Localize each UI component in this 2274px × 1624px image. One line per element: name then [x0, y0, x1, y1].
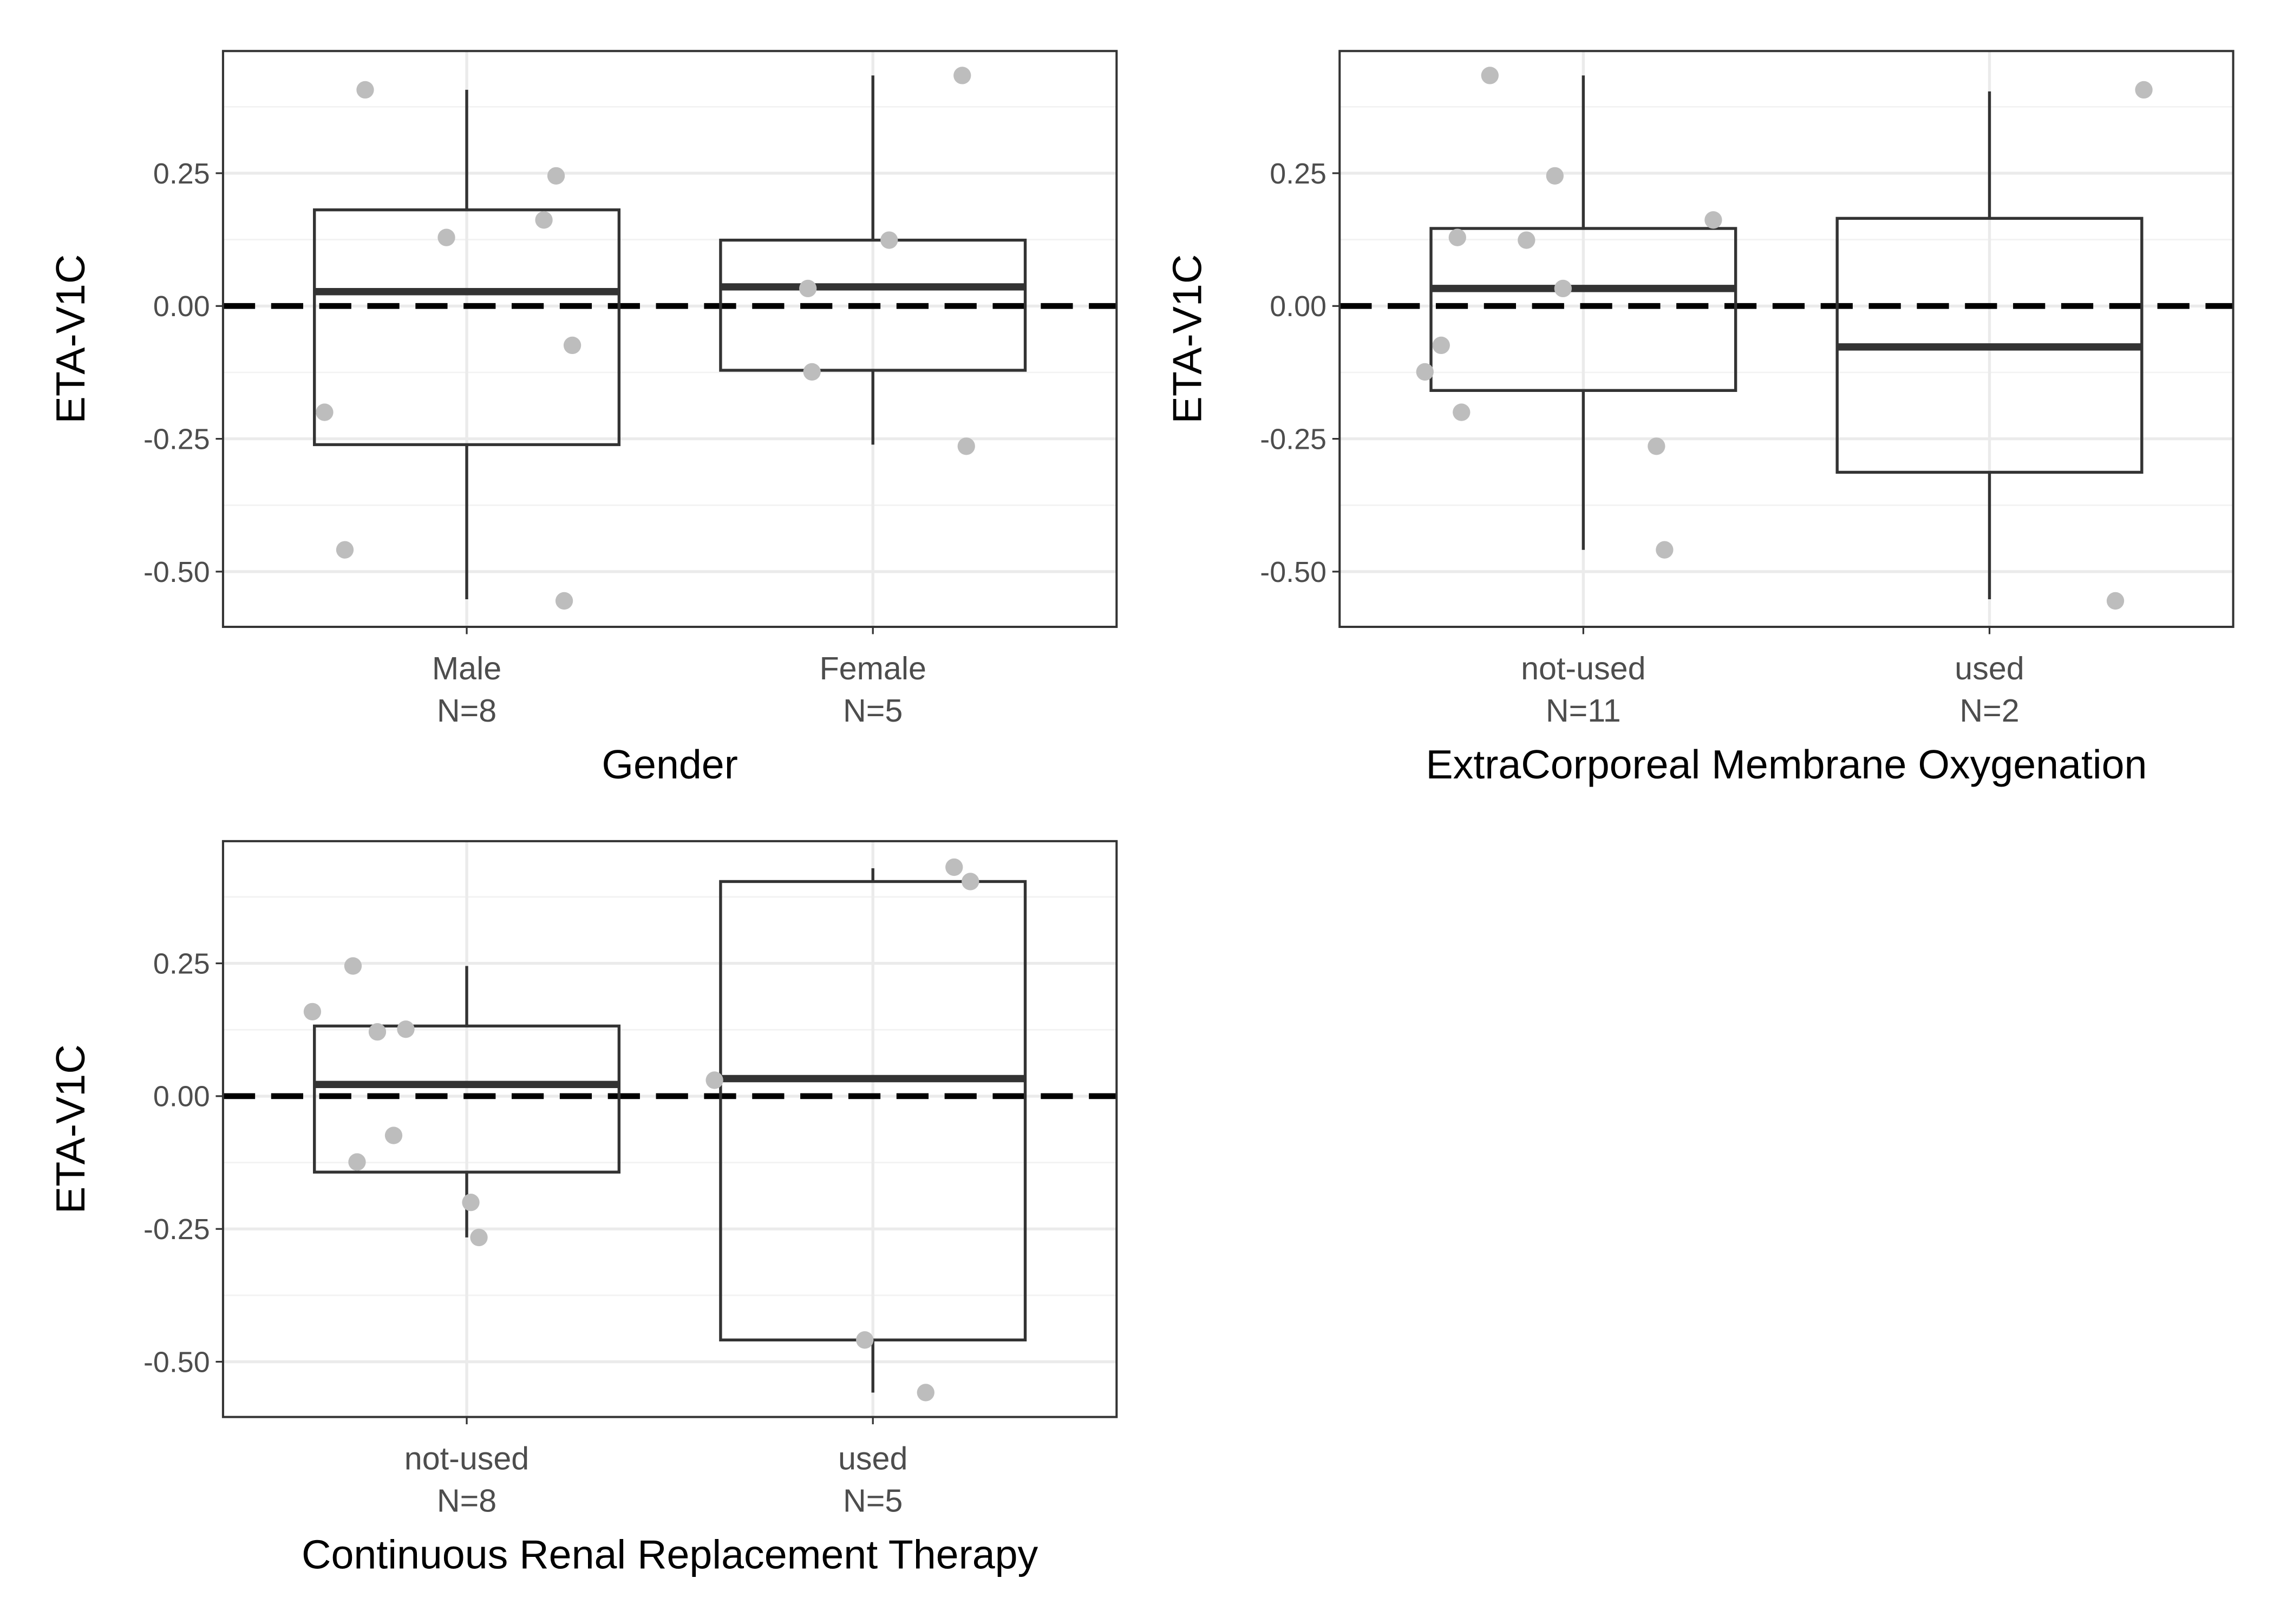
x-tick-n-label: N=8 [437, 692, 496, 729]
box-not-used [313, 1024, 621, 1174]
data-point [303, 1003, 322, 1021]
y-tick-label: -0.50 [143, 1346, 210, 1378]
data-point [547, 167, 565, 185]
data-point [856, 1331, 874, 1349]
x-tick-label: Male [432, 650, 501, 686]
data-point [316, 403, 334, 421]
y-tick-label: 0.00 [1270, 290, 1327, 323]
data-point [356, 81, 374, 99]
data-point [348, 1153, 366, 1171]
data-point [555, 592, 573, 610]
data-point [437, 228, 455, 246]
data-point [336, 541, 354, 559]
box-not-used [1429, 227, 1737, 392]
y-tick-label: 0.25 [153, 158, 210, 190]
x-axis-title: Gender [602, 742, 737, 787]
data-point [462, 1193, 480, 1212]
data-point [880, 231, 898, 249]
data-point [1546, 167, 1564, 185]
data-point [2106, 592, 2125, 610]
panel-background [223, 841, 1117, 1417]
x-axis-title: ExtraCorporeal Membrane Oxygenation [1426, 742, 2147, 787]
x-tick-n-label: N=11 [1546, 692, 1621, 729]
box-Male [313, 208, 621, 447]
panel-background [1339, 51, 2233, 627]
y-tick-label: -0.50 [143, 556, 210, 588]
x-tick-label: not-used [404, 1440, 529, 1477]
x-tick-label: not-used [1521, 650, 1645, 686]
data-point [1518, 231, 1535, 249]
panel-border [1338, 50, 2234, 628]
data-point [1704, 211, 1722, 229]
data-point [1416, 363, 1434, 381]
x-tick-label: used [838, 1440, 907, 1477]
data-point [1554, 279, 1572, 298]
data-point [957, 437, 975, 455]
panel-background [223, 51, 1117, 627]
data-point [563, 336, 581, 355]
data-point [1481, 67, 1499, 84]
data-point [368, 1023, 387, 1041]
panel-border [221, 840, 1118, 1418]
data-point [470, 1228, 488, 1247]
x-tick-label: used [1955, 650, 2024, 686]
data-point [917, 1384, 935, 1402]
data-point [705, 1071, 723, 1089]
y-tick-label: -0.25 [143, 423, 210, 455]
box-Female [719, 238, 1027, 372]
data-point [803, 363, 821, 381]
data-point [953, 67, 971, 84]
y-tick-label: 0.25 [153, 947, 210, 980]
data-point [962, 873, 979, 890]
y-tick-label: 0.00 [153, 1081, 210, 1113]
x-tick-label: Female [819, 650, 926, 686]
data-point [397, 1020, 415, 1038]
data-point [344, 957, 362, 975]
data-point [384, 1127, 403, 1144]
y-tick-label: 0.25 [1270, 158, 1327, 190]
data-point [799, 279, 817, 298]
x-tick-n-label: N=8 [437, 1483, 496, 1519]
panel-border [221, 50, 1118, 628]
data-point [1656, 541, 1674, 559]
data-point [535, 211, 553, 229]
x-axis-title: Continuous Renal Replacement Therapy [302, 1532, 1038, 1577]
x-tick-n-label: N=5 [843, 692, 903, 729]
data-point [2135, 81, 2153, 99]
data-point [1453, 403, 1471, 421]
y-axis-title: ETA-V1C [1164, 254, 1210, 424]
y-tick-label: 0.00 [153, 290, 210, 323]
data-point [1432, 336, 1450, 355]
y-axis-title: ETA-V1C [48, 1044, 93, 1214]
data-point [1448, 228, 1466, 246]
data-point [1648, 437, 1665, 455]
y-tick-label: -0.25 [143, 1213, 210, 1246]
x-tick-n-label: N=5 [843, 1483, 903, 1519]
x-tick-n-label: N=2 [1959, 692, 2019, 729]
y-tick-label: -0.25 [1260, 423, 1327, 455]
y-axis-title: ETA-V1C [48, 254, 93, 424]
y-tick-label: -0.50 [1260, 556, 1327, 588]
data-point [945, 858, 963, 876]
